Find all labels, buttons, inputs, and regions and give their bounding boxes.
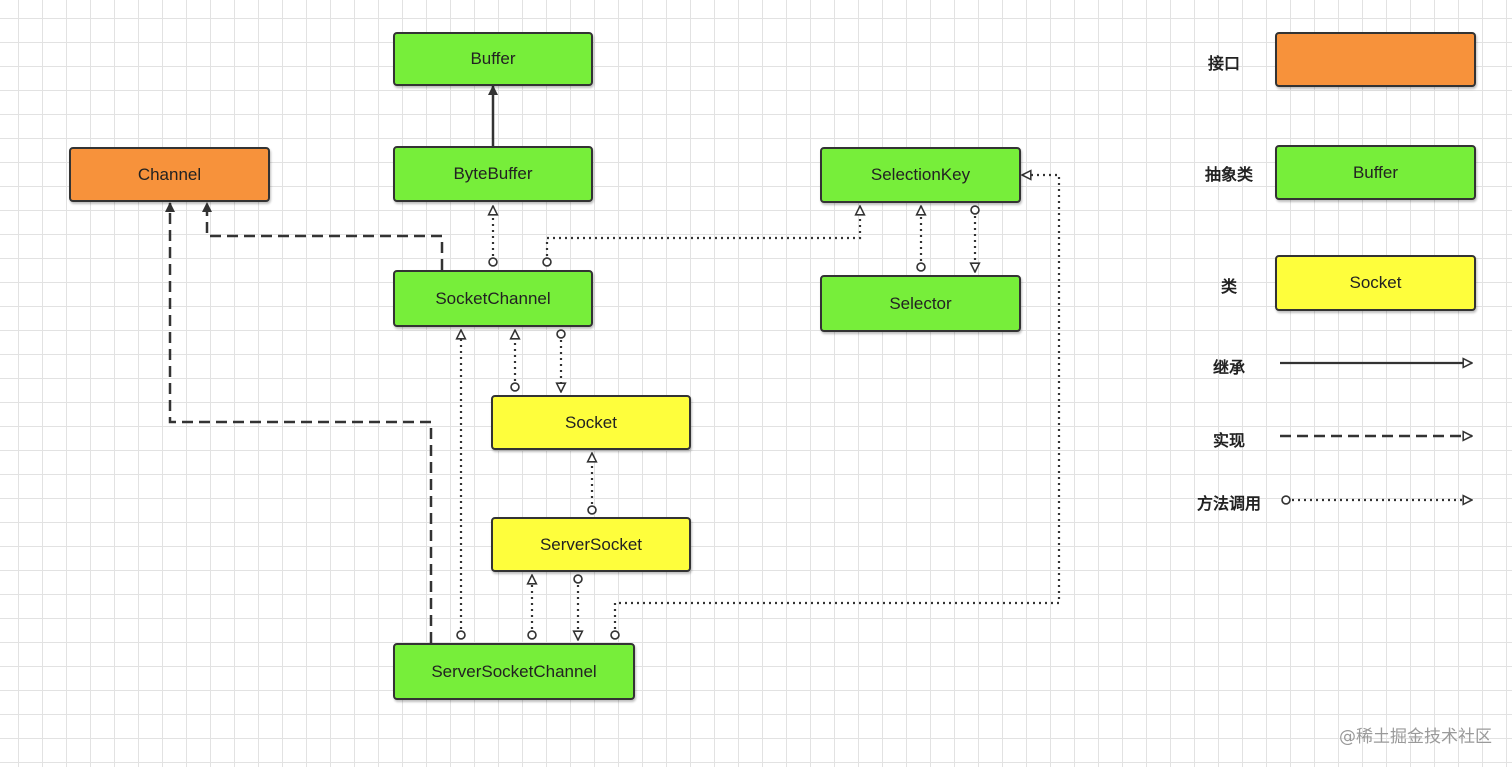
node-channel: Channel <box>69 147 270 202</box>
legend-class-label: 类 <box>1220 277 1237 296</box>
legend-class-sample: Socket <box>1275 255 1476 311</box>
edge-serversocketchannel-to-selectionkey <box>615 175 1061 635</box>
edge-socketchannel-to-selectionkey <box>547 206 860 262</box>
node-socketchannel: SocketChannel <box>393 270 593 327</box>
node-serversocketchannel: ServerSocketChannel <box>393 643 635 700</box>
node-socket: Socket <box>491 395 691 450</box>
legend-abstract-sample: Buffer <box>1275 145 1476 200</box>
legend-inherit-label: 继承 <box>1212 358 1245 377</box>
legend-implement-label: 实现 <box>1212 431 1245 450</box>
node-serversocket: ServerSocket <box>491 517 691 572</box>
watermark: @稀土掘金技术社区 <box>1339 727 1492 747</box>
legend-interface-label: 接口 <box>1207 54 1240 73</box>
node-selector: Selector <box>820 275 1021 332</box>
edge-socketchannel-to-channel <box>202 202 444 270</box>
edge-serversocketchannel-to-channel <box>165 202 433 643</box>
node-buffer: Buffer <box>393 32 593 86</box>
legend-interface-sample <box>1275 32 1476 87</box>
node-selectionkey: SelectionKey <box>820 147 1021 203</box>
node-bytebuffer: ByteBuffer <box>393 146 593 202</box>
legend-method-call-label: 方法调用 <box>1196 494 1261 513</box>
legend-abstract-label: 抽象类 <box>1204 165 1253 184</box>
